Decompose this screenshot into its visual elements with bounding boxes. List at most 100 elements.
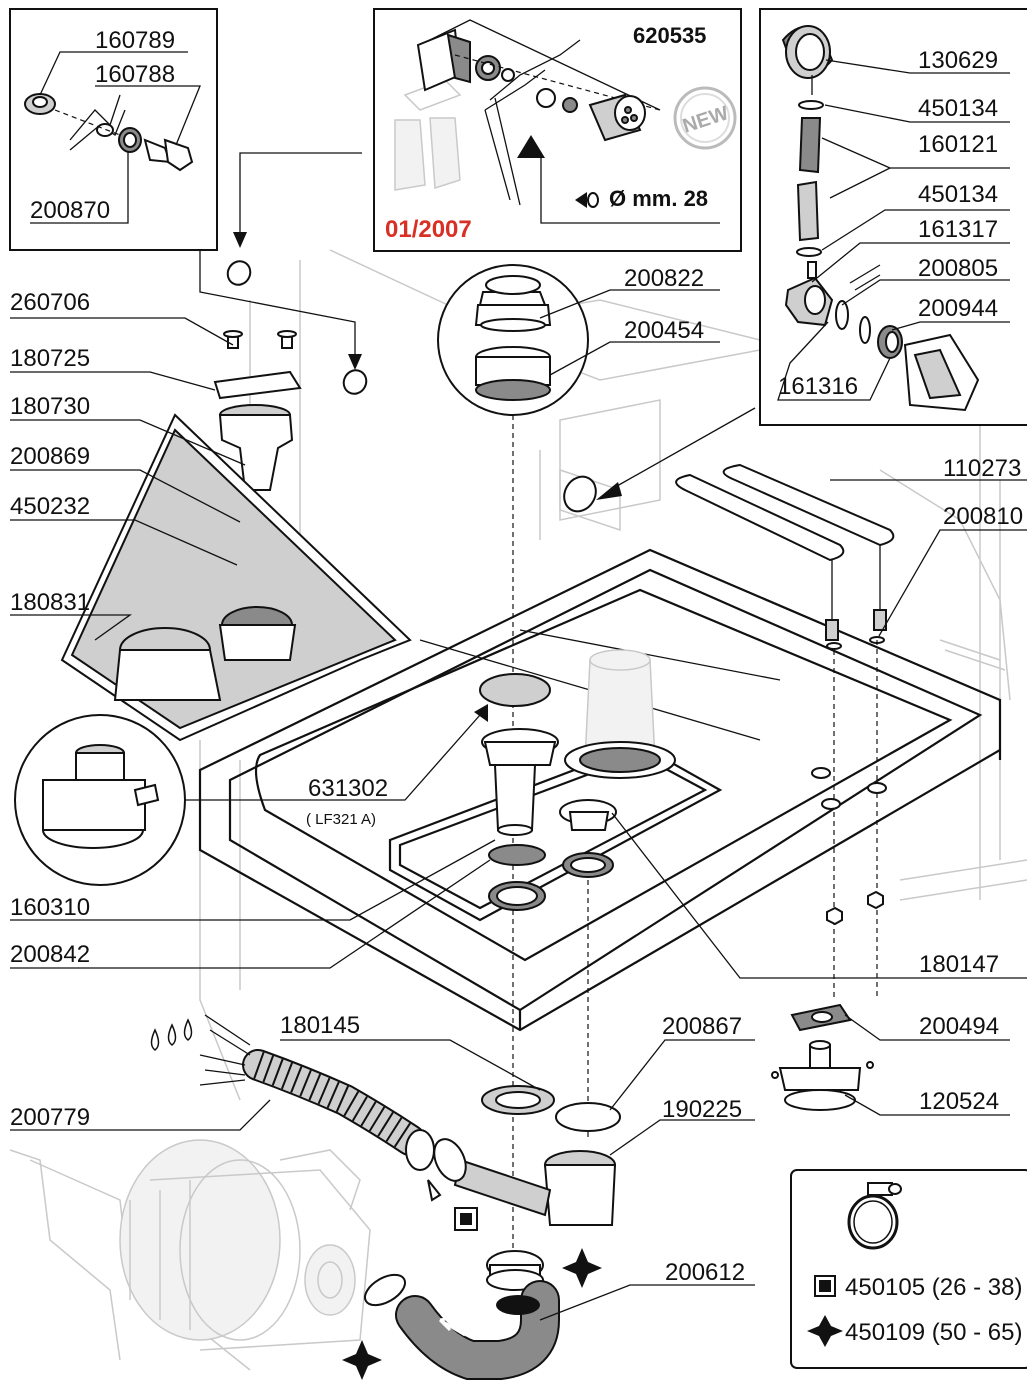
arrow-icon-631302	[474, 704, 488, 722]
clamp-pump	[364, 1273, 406, 1307]
star-marker-icon-2	[342, 1340, 382, 1380]
label-200779: 200779	[10, 1104, 90, 1131]
drain-180147	[559, 799, 617, 878]
hose-clamp-icon	[847, 1182, 902, 1250]
label-160310: 160310	[10, 894, 90, 921]
label-161317: 161317	[918, 216, 998, 243]
label-200494: 200494	[919, 1013, 999, 1040]
leader-200612	[539, 1284, 755, 1321]
label-160121: 160121	[918, 131, 998, 158]
leader-180730	[10, 419, 246, 466]
arrow-down-icon-2	[348, 354, 362, 370]
leader-200869	[10, 469, 241, 523]
corrugated-hose-200779	[242, 1049, 435, 1171]
label-200867: 200867	[662, 1013, 742, 1040]
overflow-tube-group	[564, 649, 676, 779]
leader-180145	[280, 1039, 541, 1091]
label-450134-bottom: 450134	[918, 181, 998, 208]
leader-450232	[10, 519, 238, 566]
label-180831: 180831	[10, 589, 90, 616]
legend-star-label: 450109 (50 - 65)	[845, 1319, 1022, 1346]
label-200842: 200842	[10, 941, 90, 968]
leader-200867	[609, 1039, 755, 1111]
wash-pump-motor-ghost	[119, 1139, 371, 1351]
pointer-box2	[239, 152, 362, 242]
hose-160121-bottom	[796, 180, 820, 242]
label-631302-sub: ( LF321 A)	[306, 811, 376, 828]
label-200810: 200810	[943, 503, 1023, 530]
pointer-631302	[185, 714, 481, 801]
label-200454: 200454	[624, 317, 704, 344]
softener-parts	[781, 25, 980, 412]
cover-631302	[479, 673, 551, 707]
label-161316: 161316	[778, 373, 858, 400]
leader-180725	[10, 371, 216, 391]
thermostat-120524	[771, 1040, 874, 1111]
filter-stack	[60, 330, 412, 742]
star-marker-icon	[562, 1248, 602, 1288]
heating-element-110273	[675, 463, 895, 650]
label-120524: 120524	[919, 1088, 999, 1115]
leader-180831	[10, 614, 133, 641]
label-200870: 200870	[30, 197, 110, 224]
hose-160121-top	[798, 117, 822, 174]
eye-icon	[575, 192, 599, 208]
leader-200842	[10, 859, 491, 969]
label-diameter: Ø mm. 28	[609, 186, 708, 211]
cap-oval-right	[563, 475, 597, 513]
gasket-200842	[488, 844, 546, 866]
legend-star-icon	[807, 1315, 843, 1347]
leader-200494	[844, 1014, 1010, 1041]
leader-190225	[609, 1119, 755, 1156]
label-110273: 110273	[943, 455, 1021, 482]
cap-oval-mid	[342, 369, 368, 395]
label-180730: 180730	[10, 393, 90, 420]
arrow-up-icon	[517, 135, 545, 158]
leader-200779	[10, 1099, 271, 1131]
plug-part-group	[24, 93, 194, 172]
label-200869: 200869	[10, 443, 90, 470]
pointer-softener	[609, 407, 756, 491]
leader-120524	[844, 1094, 1010, 1116]
leader-160310	[10, 839, 496, 921]
nut-160789-hole	[32, 96, 48, 108]
detail-circle-pipe	[14, 714, 186, 886]
label-200805: 200805	[918, 255, 998, 282]
leader-180147	[611, 812, 1027, 979]
label-200612: 200612	[665, 1259, 745, 1286]
label-date: 01/2007	[385, 216, 472, 243]
water-drops-icon	[150, 1014, 251, 1086]
oring-200867	[555, 1102, 621, 1132]
label-200822: 200822	[624, 265, 704, 292]
label-631302: 631302	[308, 775, 388, 802]
label-620535: 620535	[633, 23, 706, 48]
pointer-box1	[199, 250, 356, 362]
label-450232: 450232	[10, 493, 90, 520]
label-200944: 200944	[918, 295, 998, 322]
legend-square-label: 450105 (26 - 38)	[845, 1274, 1022, 1301]
detail-circle-cap	[437, 264, 589, 416]
label-160788: 160788	[95, 61, 175, 88]
overflow-180730	[218, 414, 294, 491]
label-180145: 180145	[280, 1012, 360, 1039]
leader-260706	[10, 317, 234, 346]
label-180725: 180725	[10, 345, 90, 372]
cap-oval-left	[226, 260, 252, 286]
drain-fitting-620535	[394, 19, 661, 206]
gasket-180725	[213, 370, 302, 400]
label-180147: 180147	[919, 951, 999, 978]
elbow-hose-200612	[395, 1280, 560, 1380]
label-160789: 160789	[95, 27, 175, 54]
drain-elbow-190225	[453, 1150, 617, 1226]
label-450134-top: 450134	[918, 95, 998, 122]
leader-200810	[878, 529, 1027, 637]
drain-pipe-160310	[481, 728, 559, 836]
arrow-down-icon	[233, 232, 247, 248]
hose-clamp-upper	[427, 1138, 467, 1202]
label-130629: 130629	[918, 47, 998, 74]
label-260706: 260706	[10, 289, 90, 316]
arrow-icon	[596, 482, 622, 500]
label-190225: 190225	[662, 1096, 742, 1123]
new-badge: NEW	[673, 86, 737, 150]
